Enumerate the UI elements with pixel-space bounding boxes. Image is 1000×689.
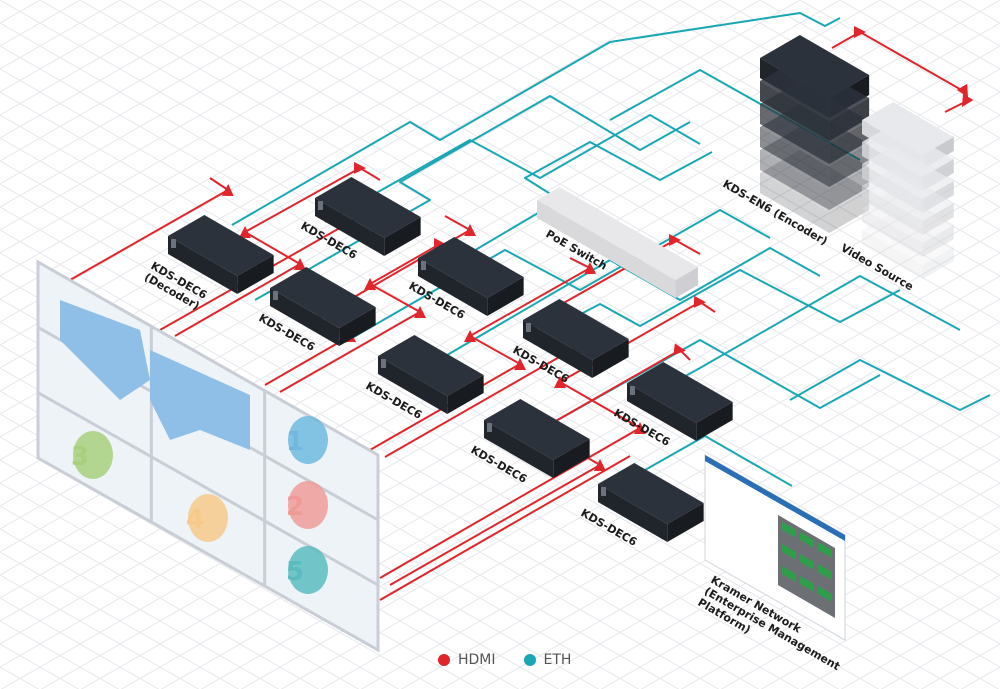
video-wall-tile: 2 xyxy=(286,481,328,529)
world-map-eurasia xyxy=(150,350,250,450)
encoder-unit xyxy=(760,104,870,187)
tile-number: 2 xyxy=(286,492,304,522)
decoder-device xyxy=(378,335,484,414)
eth-cable xyxy=(789,359,991,411)
poe-switch-device xyxy=(537,187,699,298)
decoder-logo-icon xyxy=(421,261,426,270)
hdmi-cable xyxy=(831,26,974,113)
video-wall: 1 2 3 4 5 xyxy=(36,259,380,653)
screen-tile-icon xyxy=(800,532,814,548)
world-map-americas xyxy=(60,300,150,400)
devices xyxy=(168,35,954,641)
legend-item-hdmi: HDMI xyxy=(438,652,496,668)
legend-label-hdmi: HDMI xyxy=(458,652,496,668)
decoder-device xyxy=(598,463,704,542)
video-wall-tile: 4 xyxy=(186,494,228,542)
screen-tile-icon xyxy=(782,544,796,560)
decoder-device xyxy=(168,215,274,294)
hdmi-cable xyxy=(379,455,631,601)
screen-tile-icon xyxy=(782,522,796,538)
screen-tile-icon xyxy=(818,564,832,580)
video-wall-tile: 3 xyxy=(71,431,113,479)
decoder-device xyxy=(484,399,590,478)
eth-cable xyxy=(324,114,701,223)
decoder-device xyxy=(418,237,524,316)
screen-tile-icon xyxy=(818,586,832,602)
decoder-device xyxy=(627,362,733,441)
screen-tile-icon xyxy=(800,576,814,592)
hdmi-dot-icon xyxy=(438,654,450,666)
video-source-unit xyxy=(862,190,954,257)
legend-item-eth: ETH xyxy=(523,652,572,668)
decoder-device xyxy=(523,299,629,378)
decoder-device xyxy=(315,177,421,256)
video-source-unit xyxy=(862,168,954,235)
decoder-logo-icon xyxy=(487,423,492,432)
hdmi-cable xyxy=(174,161,381,337)
tile-number: 1 xyxy=(286,427,304,457)
hdmi-cable xyxy=(69,177,234,281)
decoder-logo-icon xyxy=(601,487,606,496)
video-source-unit xyxy=(862,212,954,279)
decoder-device xyxy=(270,267,376,346)
eth-dot-icon xyxy=(523,654,536,666)
management-screen xyxy=(704,454,846,641)
decoder-logo-icon xyxy=(381,359,386,368)
tile-number: 3 xyxy=(71,442,89,472)
video-wall-frame: 1 2 3 4 5 xyxy=(36,259,380,653)
screen-tile-icon xyxy=(800,554,814,570)
video-wall-tile: 5 xyxy=(286,546,328,594)
tile-number: 4 xyxy=(186,505,204,535)
screen-tile-icon xyxy=(782,566,796,582)
decoder-logo-icon xyxy=(630,386,635,395)
decoder-logo-icon xyxy=(171,239,176,248)
encoder-unit xyxy=(760,127,870,210)
eth-cable xyxy=(231,12,841,226)
decoder-logo-icon xyxy=(273,291,278,300)
legend-label-eth: ETH xyxy=(543,652,572,668)
screen-tile-icon xyxy=(818,542,832,558)
decoder-logo-icon xyxy=(318,201,323,210)
tile-number: 5 xyxy=(286,557,304,587)
legend: HDMI ETH xyxy=(438,652,571,668)
video-wall-tile: 1 xyxy=(286,416,328,464)
encoder-unit xyxy=(760,150,870,233)
decoder-logo-icon xyxy=(526,323,531,332)
